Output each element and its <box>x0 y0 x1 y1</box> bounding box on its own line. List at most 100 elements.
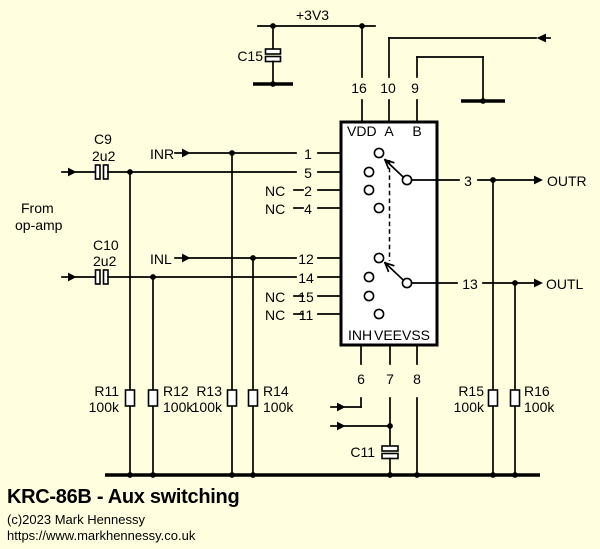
copyright-text: (c)2023 Mark Hennessy <box>7 512 145 527</box>
nc-pin2: NC 2 <box>265 183 342 199</box>
ic-label-inh: INH <box>348 327 372 343</box>
junction-dot <box>387 423 393 429</box>
switch-arm-arrowhead <box>383 261 390 273</box>
resistor-r16-value: 100k <box>524 399 555 415</box>
nc-pin4: NC 4 <box>265 201 342 217</box>
pin-number-10: 10 <box>380 80 396 96</box>
nc-label: NC <box>265 289 285 305</box>
resistor-r13-ref: R13 <box>196 383 222 399</box>
nc-label: NC <box>265 201 285 217</box>
switch-arm-arrowhead <box>383 158 390 170</box>
power-rail-net: +3V3 <box>257 7 376 29</box>
resistor-symbol <box>226 389 238 407</box>
resistor-r12-ref: R12 <box>163 383 189 399</box>
note-line1: From <box>21 200 54 216</box>
resistor-r13: R13 100k <box>192 152 238 476</box>
junction-dot <box>229 472 235 478</box>
resistor-r11-ref: R11 <box>94 383 119 399</box>
nc-label: NC <box>265 183 285 199</box>
capacitor-c15-ref: C15 <box>237 48 263 64</box>
switch-contact <box>373 147 385 159</box>
pin-number-5: 5 <box>304 165 312 181</box>
signal-arrow-right-icon <box>182 253 191 263</box>
resistor-r14-value: 100k <box>263 399 294 415</box>
inl-label: INL <box>150 251 172 267</box>
pin-number-14: 14 <box>298 270 314 286</box>
footer: KRC-86B - Aux switching (c)2023 Mark Hen… <box>7 486 240 543</box>
outl-label: OUTL <box>546 276 584 292</box>
capacitor-c15: C15 <box>237 25 293 87</box>
pin8-vss-net: 8 <box>413 344 421 476</box>
capacitor-c11-ref: C11 <box>350 444 375 460</box>
ic-label-b: B <box>412 123 421 139</box>
pin-number-2: 2 <box>304 183 312 199</box>
resistor-r15-value: 100k <box>454 399 485 415</box>
pin7-vee-net: 7 C11 <box>330 344 399 476</box>
junction-dot <box>270 81 276 87</box>
resistor-r12-value: 100k <box>163 399 194 415</box>
resistor-symbol <box>509 389 521 407</box>
pin-number-16: 16 <box>351 80 367 96</box>
resistor-r14-ref: R14 <box>263 383 289 399</box>
resistor-r16-ref: R16 <box>524 383 550 399</box>
junction-dot <box>127 472 133 478</box>
note-line2: op-amp <box>15 217 63 233</box>
switch-contact <box>373 252 385 264</box>
ic-label-vdd: VDD <box>347 123 377 139</box>
resistor-symbol <box>247 389 259 407</box>
capacitor-c9-ref: C9 <box>94 131 112 147</box>
inr-label: INR <box>150 146 174 162</box>
c10-pin14-net: C10 2u2 14 <box>61 237 342 286</box>
resistor-r15: R15 100k <box>454 179 499 476</box>
pin-number-1: 1 <box>304 146 312 162</box>
switch-arm <box>383 158 405 179</box>
pin-number-13: 13 <box>462 276 478 292</box>
signal-arrow-right-icon <box>534 278 543 288</box>
pin-number-8: 8 <box>413 371 421 387</box>
pin16-vdd-net: 16 <box>351 25 367 123</box>
resistor-r11: R11 100k <box>89 171 136 476</box>
nc-label: NC <box>265 307 285 323</box>
signal-arrow-right-icon <box>182 148 191 158</box>
pin-number-15: 15 <box>298 289 314 305</box>
pin10-a-control-net: 10 <box>380 33 551 123</box>
capacitor-plate <box>94 164 101 180</box>
pin-number-11: 11 <box>299 307 314 323</box>
resistor-r11-value: 100k <box>89 399 120 415</box>
signal-arrow-right-icon <box>337 402 346 412</box>
outl-net: 13 OUTL <box>410 276 584 292</box>
switch-arm-arrowhead <box>383 261 395 267</box>
junction-dot <box>387 472 393 478</box>
c9-pin5-net: C9 2u2 5 <box>61 131 342 181</box>
resistor-r16: R16 100k <box>509 282 555 476</box>
capacitor-c10-value: 2u2 <box>93 253 117 269</box>
signal-arrow-right-icon <box>68 272 77 282</box>
switch-contact <box>363 271 375 283</box>
outr-net: 3 OUTR <box>410 173 587 189</box>
capacitor-c9-value: 2u2 <box>92 148 116 164</box>
ic-label-vee: VEE <box>374 327 402 343</box>
schematic-title: KRC-86B - Aux switching <box>7 486 239 508</box>
resistor-r14: R14 100k <box>247 257 294 476</box>
pin-number-9: 9 <box>411 80 419 96</box>
capacitor-c10-ref: C10 <box>93 237 119 253</box>
switch-contact <box>363 290 375 302</box>
signal-arrow-right-icon <box>337 421 346 431</box>
pin6-inh-net: 6 <box>330 344 365 412</box>
nc-pin11: NC 11 <box>265 307 342 323</box>
switch-contact <box>363 166 375 178</box>
resistor-symbol <box>487 389 499 407</box>
signal-arrow-right-icon <box>534 175 543 185</box>
website-url: https://www.markhennessy.co.uk <box>7 528 196 543</box>
switch-contact <box>373 308 385 320</box>
junction-dot <box>480 98 486 104</box>
outr-label: OUTR <box>547 173 587 189</box>
nc-pin15: NC 15 <box>265 289 342 305</box>
capacitor-plate <box>381 445 399 452</box>
ic-label-vss: VSS <box>402 327 430 343</box>
junction-dot <box>490 472 496 478</box>
pin-number-12: 12 <box>298 251 314 267</box>
pin-number-3: 3 <box>464 173 472 189</box>
capacitor-plate <box>94 269 101 285</box>
